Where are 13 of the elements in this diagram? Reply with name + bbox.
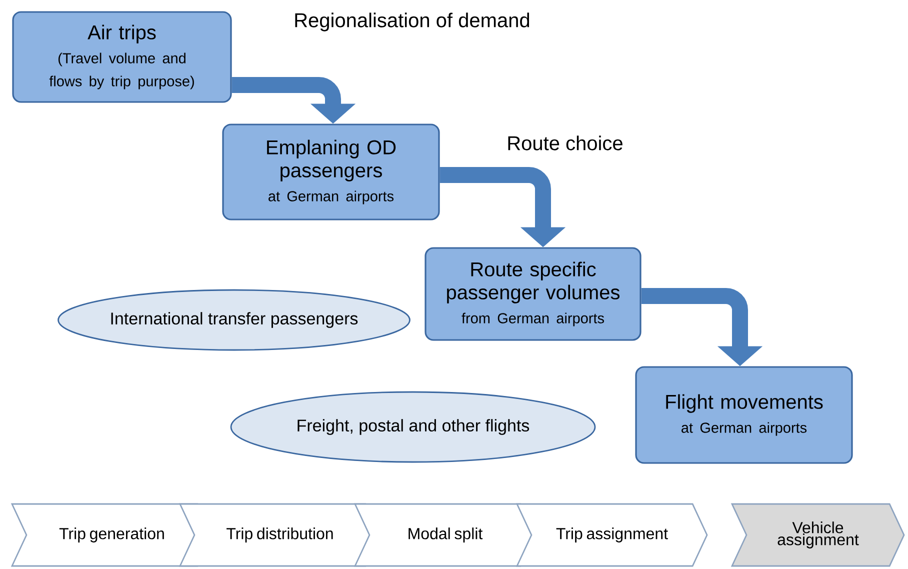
process-box: Flight movements at German airports — [635, 366, 853, 464]
chevron-step: Vehicle assignment — [730, 503, 905, 567]
process-box: Air trips (Travel volume and flows by trip purpose) — [12, 11, 232, 103]
node-label: Trip distribution — [226, 528, 333, 542]
process-box: Emplaning OD passengers at German airports — [222, 124, 440, 220]
ellipse-label: Freight, postal and other flights — [230, 391, 596, 463]
ellipse-label: International transfer passengers — [58, 289, 410, 351]
process-box: Route specific passenger volumes from German airports — [424, 247, 642, 341]
edge-label: Route choice — [506, 134, 624, 152]
node-label: Modal split — [408, 528, 483, 542]
node-label: Trip assignment — [556, 528, 668, 542]
edge-label: Regionalisation of demand — [292, 12, 532, 32]
chevron-step: Trip assignment — [516, 503, 708, 567]
